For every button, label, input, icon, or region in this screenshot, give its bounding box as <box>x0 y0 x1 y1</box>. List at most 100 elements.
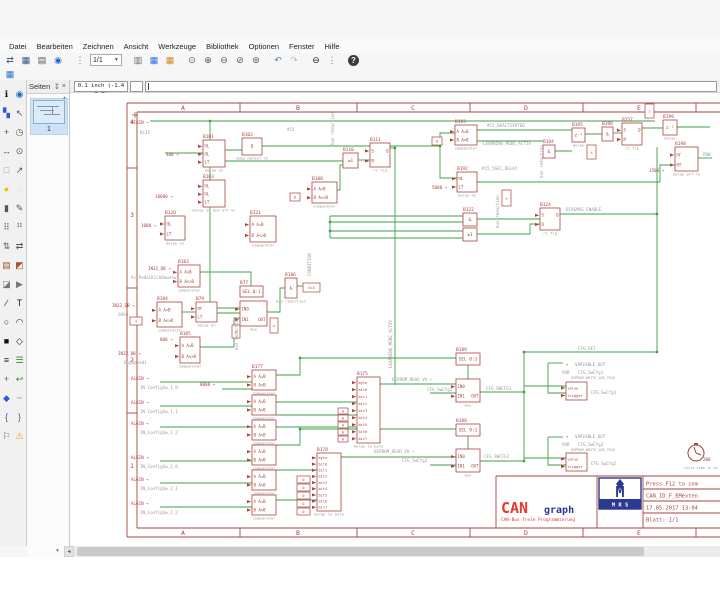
arc-tool-icon[interactable]: ◠ <box>15 317 24 327</box>
more-icon[interactable]: ⋮ <box>327 55 337 65</box>
wire[interactable] <box>267 287 285 313</box>
print-icon[interactable]: ▤ <box>37 55 47 65</box>
schematic-block[interactable] <box>249 215 277 243</box>
schematic-block[interactable] <box>462 227 478 242</box>
layer-grid-blue-icon[interactable]: ▦ <box>149 55 159 65</box>
net-label[interactable]: CFG_SwCfg1 <box>578 370 604 375</box>
net-label[interactable]: bus reduction <box>539 145 544 178</box>
schematic-block[interactable] <box>601 126 614 142</box>
menu-item-bearbeiten[interactable]: Bearbeiten <box>36 41 73 51</box>
net-label[interactable]: IN_ConfigSw_2_1 <box>140 486 178 491</box>
eye-icon[interactable]: ◉ <box>15 89 24 99</box>
schematic-block[interactable] <box>284 277 298 299</box>
net-label[interactable]: IN_ConfigSw_2_0 <box>140 464 178 469</box>
pages-scroll-down-icon[interactable]: ▼ <box>55 548 60 554</box>
save-icon[interactable]: ▦ <box>21 55 31 65</box>
warning-icon[interactable]: ⚠ <box>15 431 24 441</box>
schematic-block[interactable] <box>251 369 277 391</box>
net-label[interactable]: LEARNING_MODE_ACTIV <box>483 141 531 146</box>
schematic-box[interactable] <box>431 136 443 146</box>
schematic-block[interactable] <box>179 336 201 364</box>
schematic-box[interactable] <box>337 407 349 415</box>
net-label[interactable]: #15 <box>287 127 295 132</box>
wire[interactable] <box>276 358 301 376</box>
stretch-icon[interactable]: ↔ <box>2 146 11 156</box>
scrollbar-thumb[interactable] <box>77 547 644 556</box>
net-label[interactable]: EEPROM_WRITE_VAR_TRIG <box>571 376 615 380</box>
wire[interactable] <box>439 146 457 179</box>
zoom-fit-icon[interactable]: ⊘ <box>236 55 244 65</box>
layer-grid-orange-icon[interactable]: ▦ <box>165 55 175 65</box>
net-label[interactable]: IN32_DB → <box>148 266 171 271</box>
schematic-block[interactable] <box>462 212 478 227</box>
schematic-block[interactable] <box>177 264 201 288</box>
menu-item-werkzeuge[interactable]: Werkzeuge <box>158 41 197 51</box>
swap-horizontal-icon[interactable]: ⇄ <box>15 241 24 251</box>
circle-tool-icon[interactable]: ○ <box>3 317 10 327</box>
net-label[interactable]: ALGIN → <box>131 501 149 506</box>
grid-icon[interactable]: ▥ <box>133 55 143 65</box>
mark-box[interactable] <box>130 81 143 92</box>
wire[interactable] <box>547 437 566 466</box>
via-icon[interactable]: ◆ <box>3 393 10 403</box>
schematic-block[interactable] <box>621 122 643 146</box>
schematic-block[interactable] <box>662 119 678 136</box>
redo-icon[interactable]: ↷ <box>290 55 298 65</box>
swap-vertical-icon[interactable]: ⇅ <box>2 241 11 251</box>
schematic-block[interactable] <box>239 285 264 298</box>
net-label[interactable]: IN_ConfigSw_1_1 <box>140 409 178 414</box>
group-close-icon[interactable]: } <box>17 412 21 422</box>
net-label[interactable]: 1500 → <box>649 168 665 173</box>
add-net-icon[interactable]: + <box>3 374 10 384</box>
schematic-block[interactable] <box>156 301 183 328</box>
wire[interactable] <box>337 164 343 191</box>
rect-select-icon[interactable]: □ <box>3 165 10 175</box>
import-export-icon[interactable]: ⇄ <box>6 55 14 65</box>
zoom-out-icon[interactable]: ⊖ <box>220 55 228 65</box>
pin-panel-icon[interactable]: ↧ <box>54 83 60 91</box>
net-label[interactable]: IN32_DB → <box>118 351 141 356</box>
net-label[interactable]: IN_ConfigSw_1_2 <box>140 430 178 435</box>
net-label[interactable]: CFG_SWCFG1 <box>486 386 512 391</box>
schematic-block[interactable] <box>202 179 226 208</box>
schematic-block[interactable] <box>251 469 277 491</box>
schematic-block[interactable] <box>455 378 481 403</box>
schematic-box[interactable] <box>231 324 241 339</box>
schematic-box[interactable] <box>296 475 311 484</box>
schematic-box[interactable] <box>337 421 349 429</box>
menu-item-zeichnen[interactable]: Zeichnen <box>82 41 114 51</box>
zoom-tool-icon[interactable]: ⊙ <box>188 55 196 65</box>
schematic-block[interactable] <box>251 394 277 416</box>
net-label[interactable]: VARIABLE_OUT <box>575 362 606 367</box>
schematic-block[interactable] <box>454 124 478 146</box>
net-list-icon[interactable]: ☰ <box>15 355 24 365</box>
schematic-block[interactable] <box>455 423 481 437</box>
menu-item-fenster[interactable]: Fenster <box>289 41 315 51</box>
wire[interactable] <box>477 164 675 183</box>
schematic-box[interactable] <box>302 282 321 293</box>
net-label[interactable]: ALGIN → <box>131 376 149 381</box>
zoom-in-icon[interactable]: ⊕ <box>204 55 212 65</box>
schematic-box[interactable] <box>337 435 349 443</box>
net-label[interactable]: bus reduction <box>234 317 239 350</box>
schematic-box[interactable] <box>586 144 597 160</box>
schematic-block[interactable] <box>369 142 391 168</box>
net-label[interactable]: #15_DEACTIVATED <box>487 123 525 128</box>
pin-icon[interactable]: ⋮ <box>75 55 85 65</box>
fill-icon[interactable]: ◩ <box>15 260 24 270</box>
schematic-block[interactable] <box>202 139 226 168</box>
net-label[interactable]: 400 → <box>166 152 179 157</box>
line-tool-icon[interactable]: ∕ <box>5 298 8 308</box>
schematic-box[interactable] <box>337 428 349 436</box>
net-label[interactable]: LEARNING_MODE_ACTIV <box>388 320 393 368</box>
flag-icon[interactable]: ⚐ <box>2 431 11 441</box>
net-label[interactable]: CFG_SwCfg2 <box>402 458 428 463</box>
net-label[interactable]: ALGIN → <box>131 421 149 426</box>
net-label[interactable]: EngSpeed1 <box>124 360 147 365</box>
wire[interactable] <box>547 363 566 394</box>
scrollbar-track[interactable] <box>75 547 719 556</box>
select-icon[interactable]: ↖ <box>15 108 24 118</box>
info-icon[interactable]: ℹ <box>4 89 9 99</box>
schematic-block[interactable] <box>356 376 381 444</box>
scroll-left-icon[interactable]: ◂ <box>64 546 74 557</box>
